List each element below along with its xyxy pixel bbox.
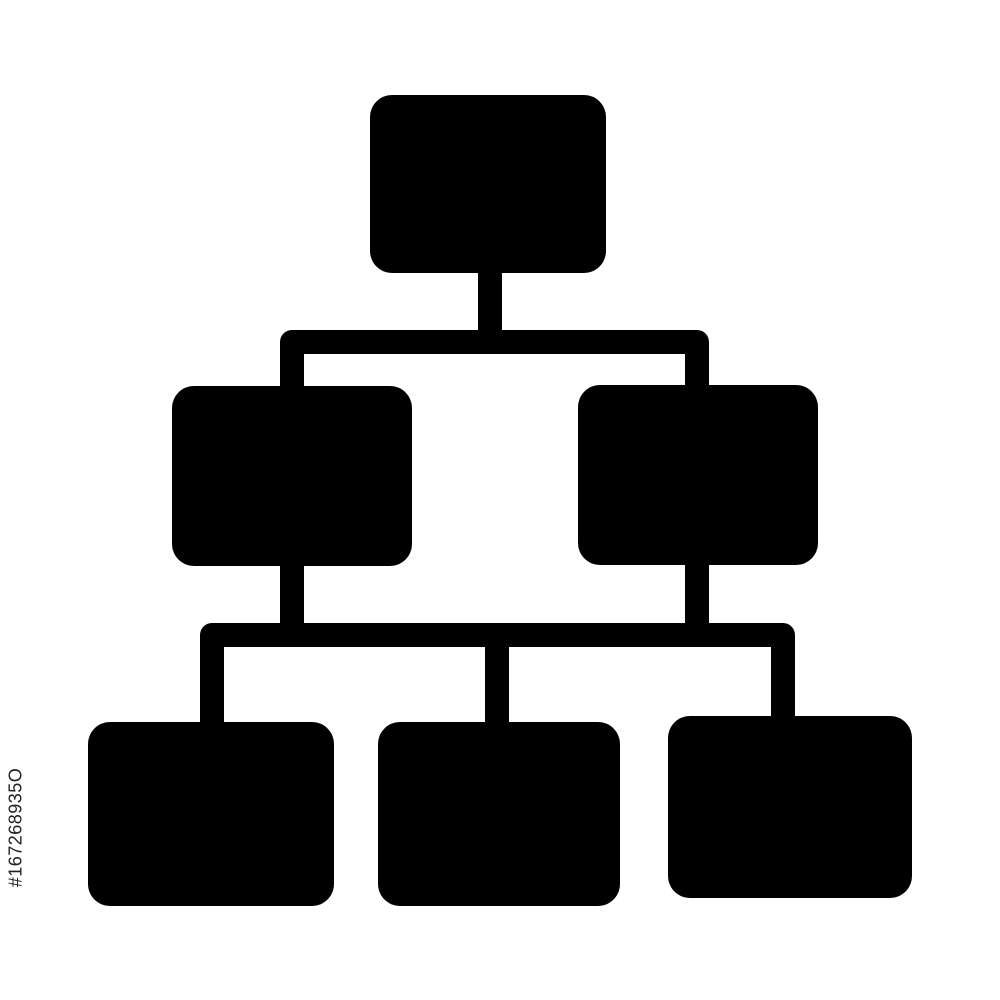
org-node-level3-left — [88, 722, 334, 906]
org-node-level2-left — [172, 386, 412, 566]
connector-root-to-level2 — [280, 270, 709, 390]
org-node-level3-middle — [378, 722, 620, 906]
org-node-root — [370, 95, 606, 273]
stock-id-watermark: #167268935O — [1, 765, 31, 890]
stock-id-text: #167268935O — [5, 767, 26, 888]
org-node-level3-right — [668, 716, 912, 898]
org-node-level2-right — [578, 385, 818, 565]
connector-level2-to-level3 — [200, 560, 795, 725]
